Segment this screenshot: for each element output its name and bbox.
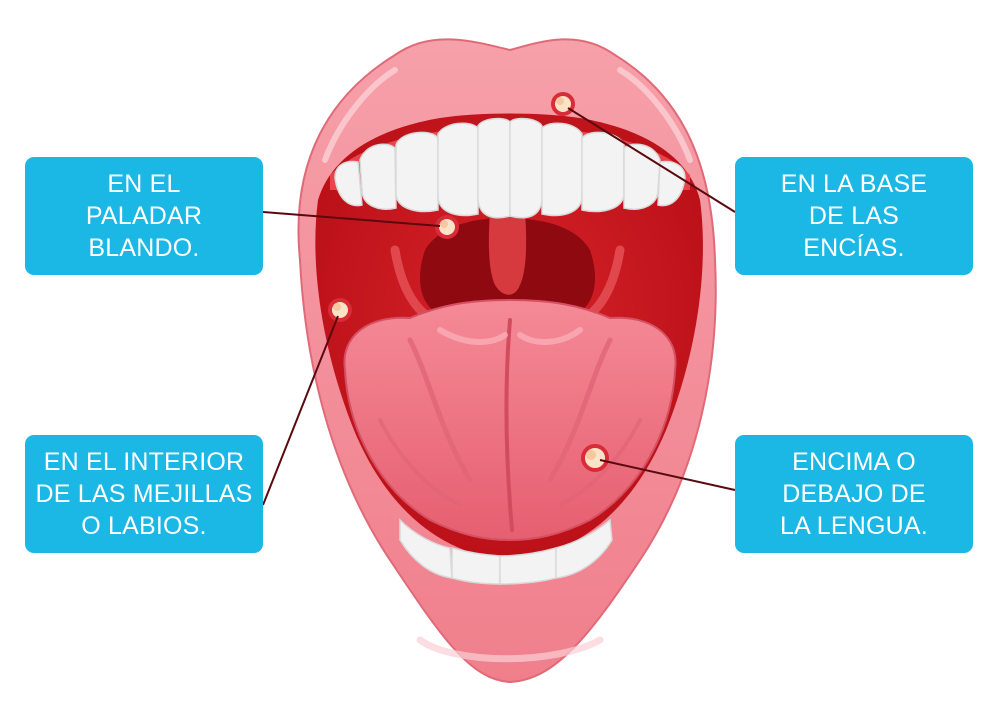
label-line: DE LAS MEJILLAS	[35, 480, 253, 508]
label-cheeks-lips: EN EL INTERIOR DE LAS MEJILLAS O LABIOS.	[25, 435, 263, 553]
label-line: EN LA BASE	[780, 170, 928, 198]
label-line: LA LENGUA.	[780, 512, 928, 540]
lower-teeth	[399, 518, 613, 585]
pointer-gum-base	[567, 107, 736, 213]
pointer-soft-palate	[262, 211, 441, 227]
label-tongue: ENCIMA O DEBAJO DE LA LENGUA.	[735, 435, 973, 553]
label-line: DEBAJO DE	[782, 480, 926, 508]
upper-teeth	[334, 117, 686, 219]
label-line: PALADAR	[85, 202, 203, 230]
uvula	[488, 212, 527, 295]
ulcer-cheek	[328, 298, 352, 322]
ulcer-tongue	[581, 444, 609, 472]
ulcer-soft-palate	[435, 215, 459, 239]
pointer-tongue	[599, 459, 736, 491]
label-line: BLANDO.	[88, 234, 200, 262]
label-line: DE LAS	[808, 202, 900, 230]
label-line: EN EL	[107, 170, 181, 198]
label-line: EN EL INTERIOR	[43, 448, 245, 476]
label-soft-palate: EN EL PALADAR BLANDO.	[25, 157, 263, 275]
ulcer-gum	[551, 92, 575, 116]
pointer-cheeks-lips	[262, 315, 339, 506]
label-gum-base: EN LA BASE DE LAS ENCÍAS.	[735, 157, 973, 275]
label-line: ENCÍAS.	[803, 234, 905, 262]
label-line: O LABIOS.	[81, 512, 207, 540]
label-line: ENCIMA O	[792, 448, 916, 476]
